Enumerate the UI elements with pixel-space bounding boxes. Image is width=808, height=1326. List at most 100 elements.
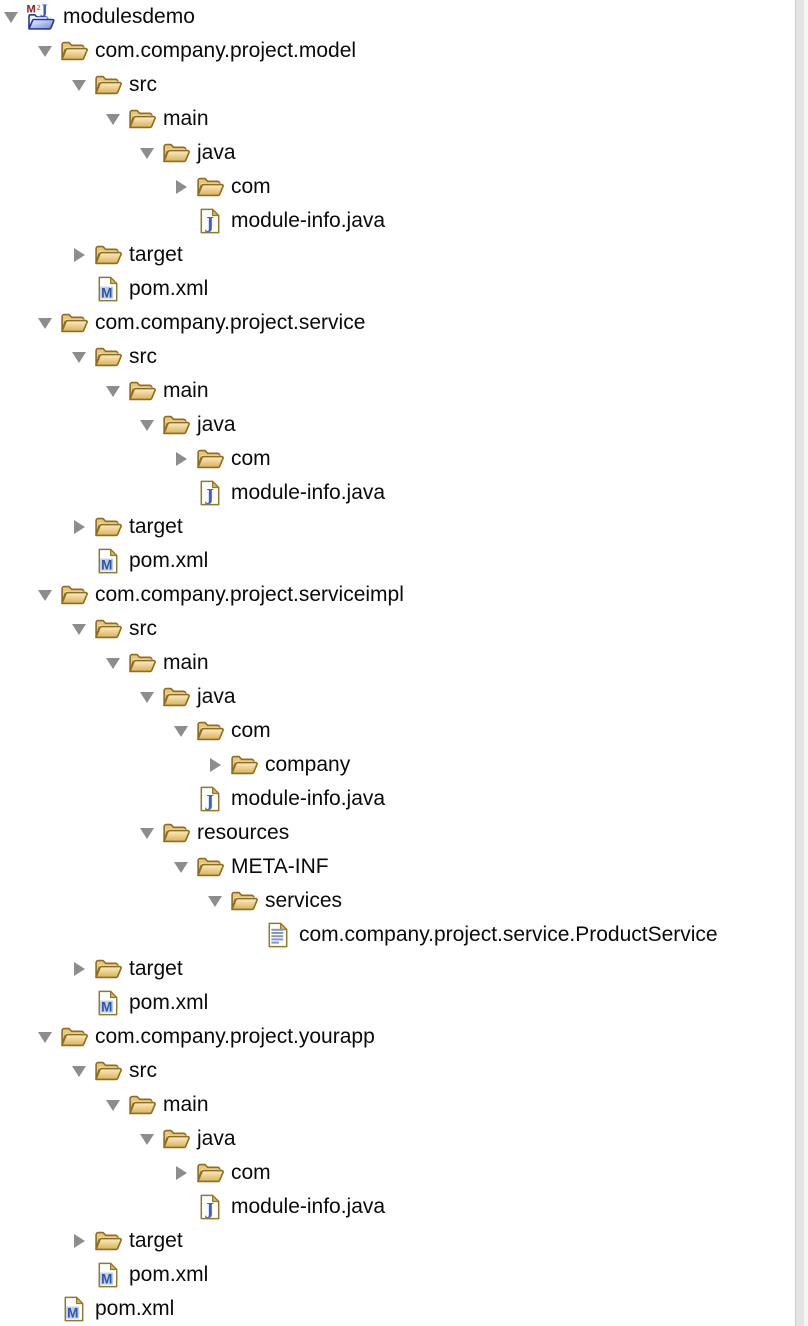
disclosure-triangle-expanded-icon[interactable] <box>38 1020 60 1054</box>
disclosure-triangle-expanded-icon[interactable] <box>106 374 128 408</box>
indent-spacer <box>0 969 72 970</box>
scrollbar-track[interactable] <box>795 0 808 1326</box>
tree-item[interactable]: J module-info.java <box>0 204 795 238</box>
tree-item[interactable]: services <box>0 884 795 918</box>
tree-item[interactable]: com <box>0 1156 795 1190</box>
tree-item-label: pom.xml <box>129 991 209 1014</box>
indent-spacer <box>0 629 72 630</box>
java-file-icon: J <box>196 479 224 507</box>
tree-item[interactable]: main <box>0 374 795 408</box>
disclosure-triangle-expanded-icon[interactable] <box>140 1122 162 1156</box>
disclosure-triangle-expanded-icon[interactable] <box>174 714 196 748</box>
indent-spacer <box>0 799 174 800</box>
tree-item[interactable]: main <box>0 102 795 136</box>
disclosure-triangle-expanded-icon[interactable] <box>106 1088 128 1122</box>
tree-item[interactable]: java <box>0 680 795 714</box>
tree-item[interactable]: src <box>0 612 795 646</box>
disclosure-triangle-collapsed-icon[interactable] <box>72 952 94 986</box>
tree-item-label: module-info.java <box>231 1195 386 1218</box>
disclosure-triangle-expanded-icon[interactable] <box>106 646 128 680</box>
tree-item[interactable]: com <box>0 714 795 748</box>
tree-item[interactable]: M pom.xml <box>0 1292 795 1326</box>
folder-open-icon <box>128 649 156 677</box>
disclosure-triangle-collapsed-icon[interactable] <box>72 510 94 544</box>
disclosure-triangle-expanded-icon[interactable] <box>4 0 26 34</box>
indent-spacer <box>0 663 106 664</box>
tree-item[interactable]: com.company.project.model <box>0 34 795 68</box>
tree-item[interactable]: company <box>0 748 795 782</box>
disclosure-triangle-collapsed-icon[interactable] <box>72 1224 94 1258</box>
maven-file-icon: M <box>94 989 122 1017</box>
no-disclosure-spacer <box>174 204 196 238</box>
tree-item[interactable]: M pom.xml <box>0 272 795 306</box>
tree-item[interactable]: src <box>0 68 795 102</box>
svg-text:J: J <box>204 1200 214 1219</box>
disclosure-triangle-expanded-icon[interactable] <box>208 884 230 918</box>
no-disclosure-spacer <box>72 1258 94 1292</box>
tree-item[interactable]: java <box>0 136 795 170</box>
maven-file-icon: M <box>94 275 122 303</box>
tree-item[interactable]: M pom.xml <box>0 986 795 1020</box>
tree-item[interactable]: target <box>0 1224 795 1258</box>
tree-item[interactable]: com.company.project.service <box>0 306 795 340</box>
indent-spacer <box>0 1241 72 1242</box>
tree-item[interactable]: target <box>0 952 795 986</box>
tree-item[interactable]: J module-info.java <box>0 1190 795 1224</box>
tree-item-label: src <box>129 1059 157 1082</box>
tree-item[interactable]: target <box>0 238 795 272</box>
indent-spacer <box>0 357 72 358</box>
tree-item-label: java <box>197 141 236 164</box>
maven-file-icon: M <box>94 547 122 575</box>
tree-item-label: pom.xml <box>129 1263 209 1286</box>
disclosure-triangle-expanded-icon[interactable] <box>140 816 162 850</box>
tree-item-label: java <box>197 685 236 708</box>
svg-text:M: M <box>27 4 36 16</box>
disclosure-triangle-expanded-icon[interactable] <box>72 340 94 374</box>
tree-item[interactable]: target <box>0 510 795 544</box>
disclosure-triangle-collapsed-icon[interactable] <box>174 170 196 204</box>
svg-text:J: J <box>204 214 214 233</box>
tree-item[interactable]: M pom.xml <box>0 1258 795 1292</box>
disclosure-triangle-expanded-icon[interactable] <box>174 850 196 884</box>
indent-spacer <box>0 935 242 936</box>
indent-spacer <box>0 697 140 698</box>
tree-item[interactable]: com.company.project.service.ProductServi… <box>0 918 795 952</box>
disclosure-triangle-collapsed-icon[interactable] <box>174 442 196 476</box>
disclosure-triangle-expanded-icon[interactable] <box>72 612 94 646</box>
disclosure-triangle-expanded-icon[interactable] <box>140 136 162 170</box>
disclosure-triangle-expanded-icon[interactable] <box>38 34 60 68</box>
tree-item-label: java <box>197 413 236 436</box>
disclosure-triangle-collapsed-icon[interactable] <box>208 748 230 782</box>
tree-item[interactable]: com.company.project.yourapp <box>0 1020 795 1054</box>
disclosure-triangle-expanded-icon[interactable] <box>72 1054 94 1088</box>
disclosure-triangle-expanded-icon[interactable] <box>140 408 162 442</box>
disclosure-triangle-expanded-icon[interactable] <box>38 578 60 612</box>
disclosure-triangle-expanded-icon[interactable] <box>72 68 94 102</box>
tree-item[interactable]: resources <box>0 816 795 850</box>
tree-item[interactable]: J module-info.java <box>0 476 795 510</box>
tree-item[interactable]: com <box>0 442 795 476</box>
tree-item[interactable]: com.company.project.serviceimpl <box>0 578 795 612</box>
tree-item[interactable]: META-INF <box>0 850 795 884</box>
svg-text:M: M <box>101 1000 112 1015</box>
disclosure-triangle-expanded-icon[interactable] <box>38 306 60 340</box>
tree-item[interactable]: main <box>0 1088 795 1122</box>
tree-item-label: src <box>129 617 157 640</box>
disclosure-triangle-collapsed-icon[interactable] <box>72 238 94 272</box>
tree-item-label: com.company.project.service <box>95 311 366 334</box>
tree-item[interactable]: main <box>0 646 795 680</box>
tree-item-label: META-INF <box>231 855 329 878</box>
tree-item[interactable]: com <box>0 170 795 204</box>
disclosure-triangle-expanded-icon[interactable] <box>140 680 162 714</box>
indent-spacer <box>0 901 208 902</box>
disclosure-triangle-collapsed-icon[interactable] <box>174 1156 196 1190</box>
disclosure-triangle-expanded-icon[interactable] <box>106 102 128 136</box>
tree-item[interactable]: java <box>0 408 795 442</box>
tree-item[interactable]: src <box>0 1054 795 1088</box>
tree-item[interactable]: J module-info.java <box>0 782 795 816</box>
tree-item[interactable]: src <box>0 340 795 374</box>
tree-item-label: com.company.project.serviceimpl <box>95 583 404 606</box>
tree-item[interactable]: M pom.xml <box>0 544 795 578</box>
tree-item[interactable]: java <box>0 1122 795 1156</box>
